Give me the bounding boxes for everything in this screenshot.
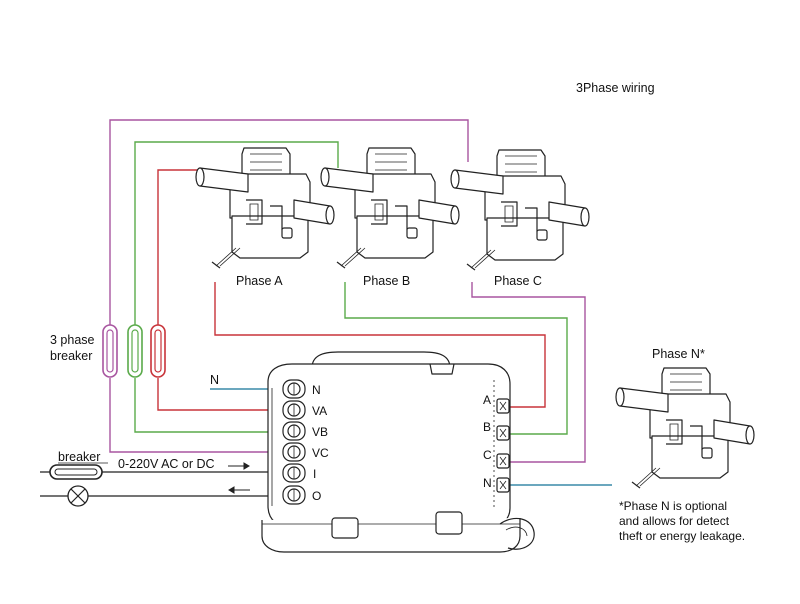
- terminal-label-va: VA: [312, 404, 327, 418]
- wire-green-top: [134, 141, 339, 325]
- terminal-screw-icon: [282, 442, 306, 462]
- three-phase-breaker: 3 phase breaker: [50, 324, 166, 378]
- note-line-1: *Phase N is optional: [619, 499, 727, 513]
- wire-purple-bottom: [109, 378, 268, 453]
- breaker3-line2: breaker: [50, 349, 92, 363]
- wire-purple-top: [109, 119, 469, 325]
- meter-device: [261, 351, 535, 553]
- wire-green-b: [344, 282, 568, 435]
- clamp-phase-a: Phase A: [195, 147, 335, 288]
- lamp-icon: [67, 485, 89, 507]
- left-terminal-labels: N VA VB VC I O: [312, 383, 329, 503]
- clamp-label-a: Phase A: [236, 274, 283, 288]
- breaker-fuse-purple-icon: [102, 324, 118, 378]
- supply-breaker: breaker: [49, 450, 108, 480]
- terminal-screw-icon: [282, 421, 306, 441]
- wire-red-bottom: [157, 378, 268, 411]
- right-terminal-connectors: [496, 398, 510, 493]
- clamp-label-n: Phase N*: [652, 347, 705, 361]
- left-terminal-screws: [282, 379, 306, 505]
- terminal-screw-icon: [282, 379, 306, 399]
- terminal-label-b: B: [483, 420, 491, 434]
- ct-connector-icon: [496, 398, 510, 414]
- supply-arrows: [228, 462, 250, 494]
- terminal-screw-icon: [282, 400, 306, 420]
- right-terminal-labels: A B C N: [483, 393, 492, 490]
- ct-connector-icon: [496, 477, 510, 493]
- terminal-label-c: C: [483, 448, 492, 462]
- wire-purple-c: [471, 282, 586, 463]
- ct-connector-icon: [496, 453, 510, 469]
- terminal-label-a: A: [483, 393, 491, 407]
- n-wire-label: N: [210, 373, 219, 387]
- wire-red-top: [157, 169, 210, 325]
- note-line-3: theft or energy leakage.: [619, 529, 745, 543]
- terminal-screw-icon: [282, 485, 306, 505]
- clamp-phase-b: Phase B: [320, 147, 460, 288]
- note-line-2: and allows for detect: [619, 514, 730, 528]
- wire-red-a: [214, 282, 546, 408]
- clamp-phase-n: Phase N*: [615, 347, 755, 489]
- terminal-label-n: N: [312, 383, 321, 397]
- terminal-label-n-ct: N: [483, 476, 492, 490]
- breaker3-line1: 3 phase: [50, 333, 95, 347]
- supply-label: 0-220V AC or DC: [118, 457, 215, 471]
- breaker-fuse-red-icon: [150, 324, 166, 378]
- clamp-label-c: Phase C: [494, 274, 542, 288]
- breaker-fuse-green-icon: [127, 324, 143, 378]
- clamp-phase-c: Phase C: [450, 149, 590, 288]
- terminal-label-o: O: [312, 489, 321, 503]
- breaker-label: breaker: [58, 450, 100, 464]
- diagram-title: 3Phase wiring: [576, 81, 655, 95]
- wire-green-bottom: [134, 378, 268, 433]
- terminal-label-i: I: [313, 467, 316, 481]
- terminal-label-vc: VC: [312, 446, 329, 460]
- phase-n-note: *Phase N is optional and allows for dete…: [619, 499, 745, 543]
- terminal-label-vb: VB: [312, 425, 328, 439]
- ct-connector-icon: [496, 425, 510, 441]
- terminal-screw-icon: [282, 463, 306, 483]
- clamp-label-b: Phase B: [363, 274, 410, 288]
